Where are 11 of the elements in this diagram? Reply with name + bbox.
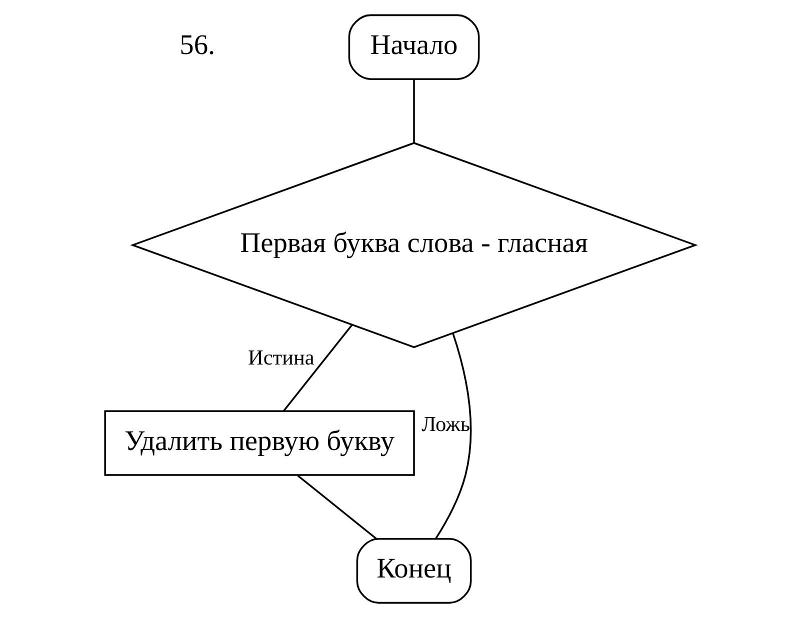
edge-label: Ложь (422, 412, 470, 436)
node-box: Конец (356, 538, 472, 604)
connector (283, 324, 353, 412)
connector (435, 333, 472, 539)
connector (413, 79, 415, 142)
edge-label: Истина (248, 346, 314, 370)
label: 56. (180, 30, 216, 61)
node-box: Удалить первую букву (104, 410, 415, 476)
node-diamond: Первая буква слова - гласная (130, 142, 698, 348)
connector (297, 474, 377, 540)
node-box: Начало (348, 14, 480, 80)
